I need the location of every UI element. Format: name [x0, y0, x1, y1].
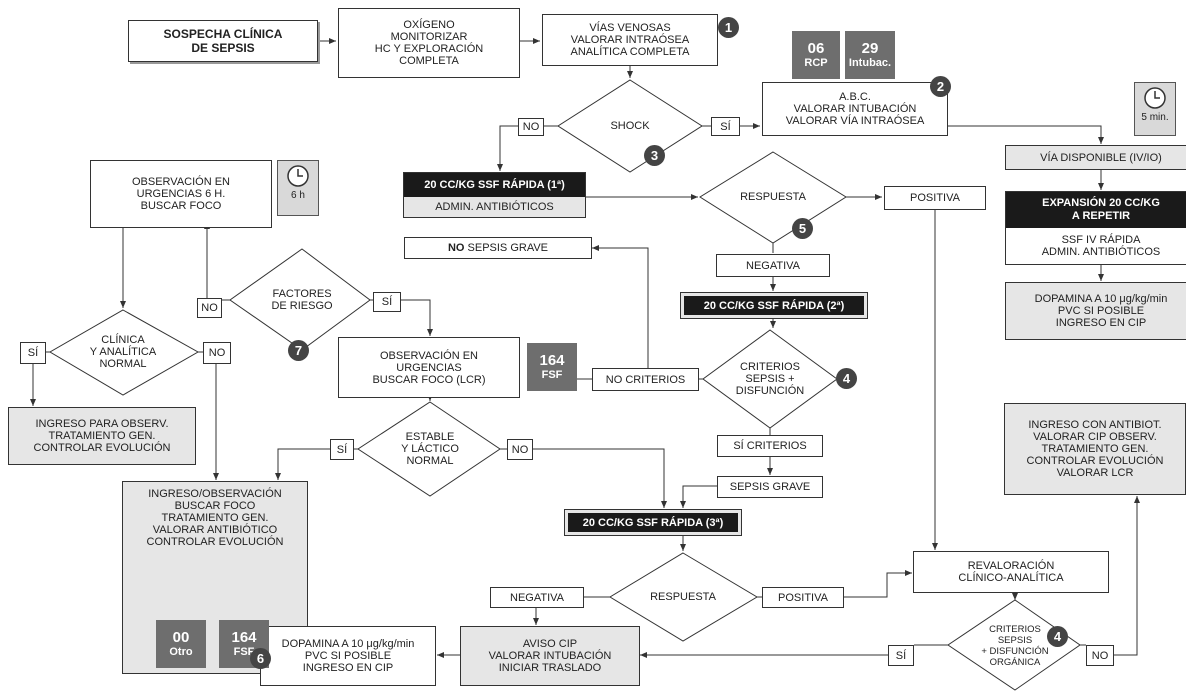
step-badge-2: 2: [930, 76, 951, 97]
respuesta2-diamond-shape: [609, 552, 758, 642]
factores-diamond: FACTORES DE RIESGO: [271, 288, 333, 312]
rcp-code-number: 06: [807, 40, 825, 57]
step-badge-4b: 4: [1047, 626, 1068, 647]
intubac-code-label: Intubac.: [848, 57, 892, 69]
clinica-diamond: CLÍNICA Y ANALÍTICA NORMAL: [89, 334, 157, 370]
criterios2-diamond: CRITERIOS SEPSIS + DISFUNCIÓN ORGÁNICA: [981, 624, 1049, 668]
step-badge-4a: 4: [836, 368, 857, 389]
ssf2-title: 20 CC/KG SSF RÁPIDA (2ª): [684, 296, 864, 315]
criterios2-no-label: NO: [1086, 645, 1114, 666]
sospecha-clinica-box: SOSPECHA CLÍNICA DE SEPSIS: [128, 20, 318, 62]
estable-si-label: SÍ: [330, 439, 354, 460]
dopamina-right-box: DOPAMINA A 10 μg/kg/min PVC SI POSIBLE I…: [1005, 282, 1186, 340]
clinica-diamond-shape: [49, 309, 200, 396]
otro-code-tile: 00 Otro: [156, 620, 206, 668]
step-badge-3: 3: [644, 145, 665, 166]
estable-no-label: NO: [507, 439, 533, 460]
ingreso-observ-box: INGRESO PARA OBSERV. TRATAMIENTO GEN. CO…: [8, 407, 196, 465]
step-badge-5: 5: [792, 218, 813, 239]
fsf-mid-code-number: 164: [539, 352, 565, 369]
shock-no-label: NO: [518, 118, 544, 136]
five-min-timer: 5 min.: [1134, 82, 1176, 136]
rcp-code-tile: 06 RCP: [792, 31, 840, 79]
aviso-cip-box: AVISO CIP VALORAR INTUBACIÓN INICIAR TRA…: [460, 626, 640, 686]
ingreso-observacion-text: INGRESO/OBSERVACIÓN BUSCAR FOCO TRATAMIE…: [146, 488, 284, 548]
abc-box: A.B.C. VALORAR INTUBACIÓN VALORAR VÍA IN…: [762, 82, 948, 136]
ssf3-title: 20 CC/KG SSF RÁPIDA (3ª): [568, 513, 738, 532]
estable-diamond-shape: [357, 401, 501, 497]
ssf1-box: 20 CC/KG SSF RÁPIDA (1ª) ADMIN. ANTIBIÓT…: [403, 172, 586, 218]
shock-diamond-shape: [557, 79, 703, 173]
fsf-mid-code-label: FSF: [541, 369, 563, 381]
respuesta1-diamond: RESPUESTA: [740, 191, 806, 203]
expansion-body: SSF IV RÁPIDA ADMIN. ANTIBIÓTICOS: [1041, 234, 1161, 258]
oxigeno-box: OXÍGENO MONITORIZAR HC Y EXPLORACIÓN COM…: [338, 8, 520, 78]
observacion-6h-box: OBSERVACIÓN EN URGENCIAS 6 H. BUSCAR FOC…: [90, 160, 272, 228]
negativa1-box: NEGATIVA: [716, 254, 830, 277]
expansion-box: EXPANSIÓN 20 CC/KG A REPETIR SSF IV RÁPI…: [1005, 191, 1186, 265]
expansion-title: EXPANSIÓN 20 CC/KG A REPETIR: [1006, 192, 1186, 228]
ssf1-body: ADMIN. ANTIBIÓTICOS: [435, 201, 554, 213]
criterios1-diamond: CRITERIOS SEPSIS + DISFUNCIÓN: [735, 361, 805, 397]
positiva1-box: POSITIVA: [884, 186, 986, 210]
positiva2-box: POSITIVA: [762, 587, 844, 608]
rcp-code-label: RCP: [804, 57, 828, 69]
clinica-no-label: NO: [203, 342, 231, 364]
observacion-lcr-box: OBSERVACIÓN EN URGENCIAS BUSCAR FOCO (LC…: [338, 337, 520, 398]
sepsis-grave-box: SEPSIS GRAVE: [717, 476, 823, 498]
si-criterios-box: SÍ CRITERIOS: [717, 435, 823, 457]
negativa2-box: NEGATIVA: [490, 587, 584, 608]
dopamina-left-box: DOPAMINA A 10 μg/kg/min PVC SI POSIBLE I…: [260, 626, 436, 686]
fsf-mid-code-tile: 164 FSF: [527, 343, 577, 391]
no-sepsis-no: NO: [447, 242, 465, 254]
vias-venosas-box: VÍAS VENOSAS VALORAR INTRAÓSEA ANALÍTICA…: [542, 14, 718, 66]
step-badge-7: 7: [288, 340, 309, 361]
ssf2-box: 20 CC/KG SSF RÁPIDA (2ª): [680, 292, 868, 319]
clock-icon: [287, 165, 309, 187]
estable-diamond: ESTABLE Y LÁCTICO NORMAL: [401, 431, 459, 467]
fsf-bottom-code-label: FSF: [233, 646, 255, 658]
ingreso-antibiot-box: INGRESO CON ANTIBIOT. VALORAR CIP OBSERV…: [1004, 403, 1186, 495]
otro-code-label: Otro: [169, 646, 193, 658]
otro-code-number: 00: [172, 629, 190, 646]
shock-si-label: SÍ: [711, 117, 740, 136]
intubac-code-number: 29: [861, 40, 879, 57]
connectors: [30, 38, 1140, 691]
ssf3-box: 20 CC/KG SSF RÁPIDA (3ª): [564, 509, 742, 536]
step-badge-1: 1: [718, 17, 739, 38]
no-sepsis-text: SEPSIS GRAVE: [464, 242, 549, 254]
ssf1-title: 20 CC/KG SSF RÁPIDA (1ª): [404, 173, 585, 197]
no-criterios-box: NO CRITERIOS: [592, 368, 699, 391]
via-disponible-box: VÍA DISPONIBLE (IV/IO): [1005, 145, 1186, 170]
no-sepsis-grave-box: NO SEPSIS GRAVE: [404, 237, 592, 259]
six-hour-label: 6 h: [291, 190, 305, 201]
clock-icon: [1144, 87, 1166, 109]
six-hour-timer: 6 h: [277, 160, 319, 216]
respuesta2-diamond: RESPUESTA: [650, 591, 716, 603]
factores-si-label: SÍ: [373, 292, 401, 312]
five-min-label: 5 min.: [1141, 112, 1169, 123]
revaloracion-box: REVALORACIÓN CLÍNICO-ANALÍTICA: [913, 551, 1109, 593]
fsf-bottom-code-number: 164: [231, 629, 257, 646]
factores-no-label: NO: [197, 298, 222, 318]
criterios2-si-label: SÍ: [888, 645, 914, 666]
step-badge-6: 6: [250, 648, 271, 669]
shock-diamond: SHOCK: [610, 120, 650, 132]
clinica-si-label: SÍ: [20, 342, 46, 364]
intubac-code-tile: 29 Intubac.: [845, 31, 895, 79]
